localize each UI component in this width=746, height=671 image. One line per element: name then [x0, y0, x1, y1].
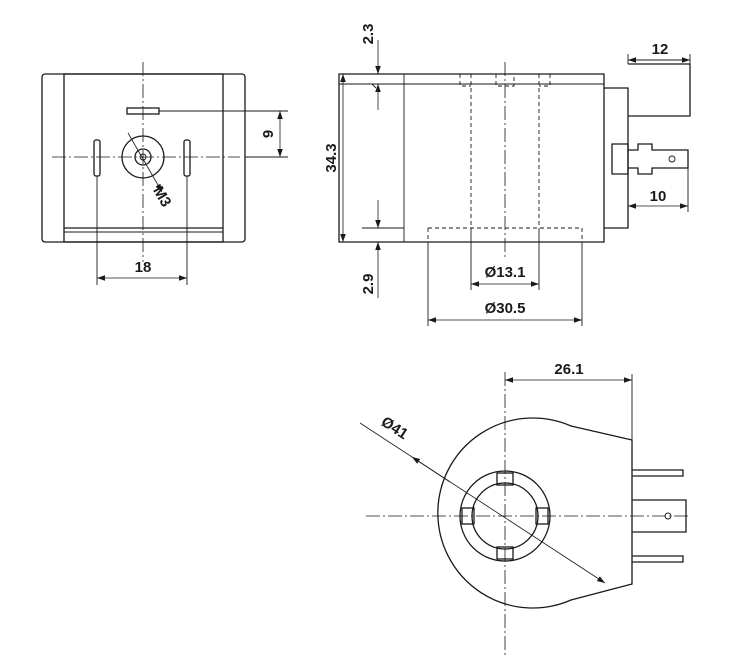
front-pin-spacing-label: 18	[135, 259, 152, 276]
side-total-height-label: 34.3	[323, 143, 340, 172]
front-slot-offset-label: 9	[260, 130, 277, 138]
side-bottom-flange-label: 2.9	[360, 274, 377, 295]
side-top-flange-label: 2.3	[360, 24, 377, 45]
side-bore-dia-label: Ø13.1	[485, 264, 526, 281]
front-view: M3 9 18	[41, 62, 288, 285]
bottom-connector-offset-label: 26.1	[554, 361, 583, 378]
side-tab-width-label: 12	[652, 41, 669, 58]
side-pin-length-label: 10	[650, 188, 667, 205]
side-body-dia-label: Ø30.5	[485, 300, 526, 317]
bottom-view: Ø41 26.1	[359, 361, 690, 655]
front-screw-label: M3	[149, 183, 174, 210]
bottom-outer-dia-label: Ø41	[378, 413, 411, 443]
side-view: 2.3 34.3 2.9 Ø13.1 Ø30.5 12 10	[323, 24, 691, 326]
